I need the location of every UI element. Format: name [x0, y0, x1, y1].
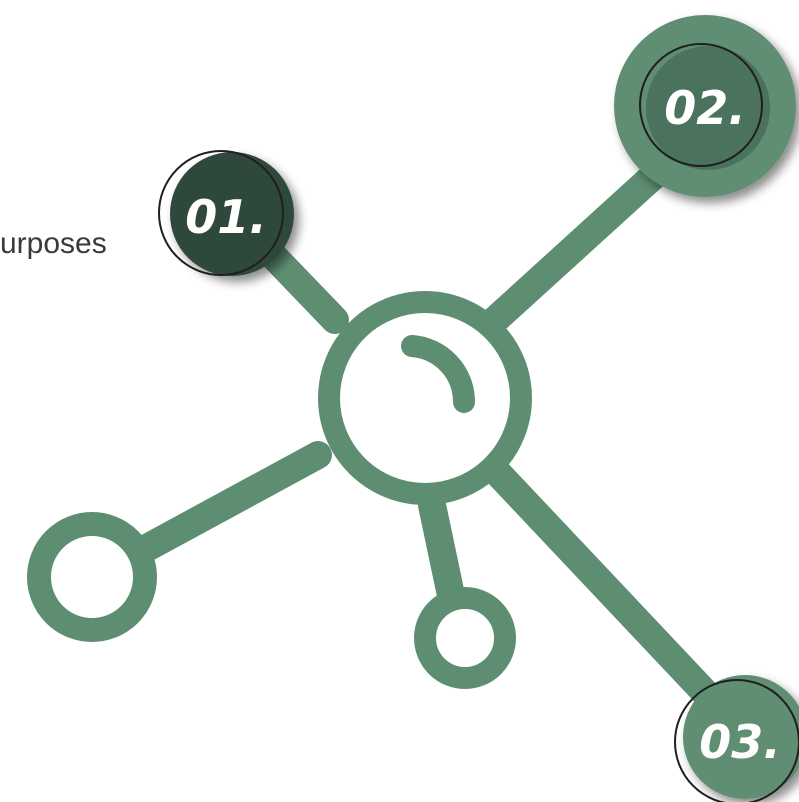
connector-left: [129, 441, 332, 564]
badge-02: 02.: [614, 15, 796, 197]
connector-02: [481, 156, 674, 334]
badge-02-label: 02.: [664, 81, 746, 135]
badge-03-outline: [674, 679, 799, 802]
badge-03: 03.: [674, 675, 799, 802]
badge-01-label: 01.: [185, 190, 267, 244]
connector-bottom: [418, 491, 466, 614]
badge-01-outline: [158, 150, 284, 276]
badge-01-disc: [170, 152, 294, 276]
badge-03-disc: [683, 675, 799, 799]
badge-01: 01.: [158, 150, 294, 276]
connector-03: [481, 456, 726, 714]
badge-02-outline: [639, 43, 763, 167]
hub-highlight-arc: [401, 335, 476, 413]
left-node: [27, 512, 157, 642]
badge-03-label: 03.: [699, 715, 781, 769]
hub-node: [318, 291, 532, 505]
bottom-node: [414, 587, 516, 689]
badge-02-disc: [646, 46, 770, 170]
side-caption: urposes: [0, 227, 107, 260]
connector-lines: [129, 156, 726, 714]
